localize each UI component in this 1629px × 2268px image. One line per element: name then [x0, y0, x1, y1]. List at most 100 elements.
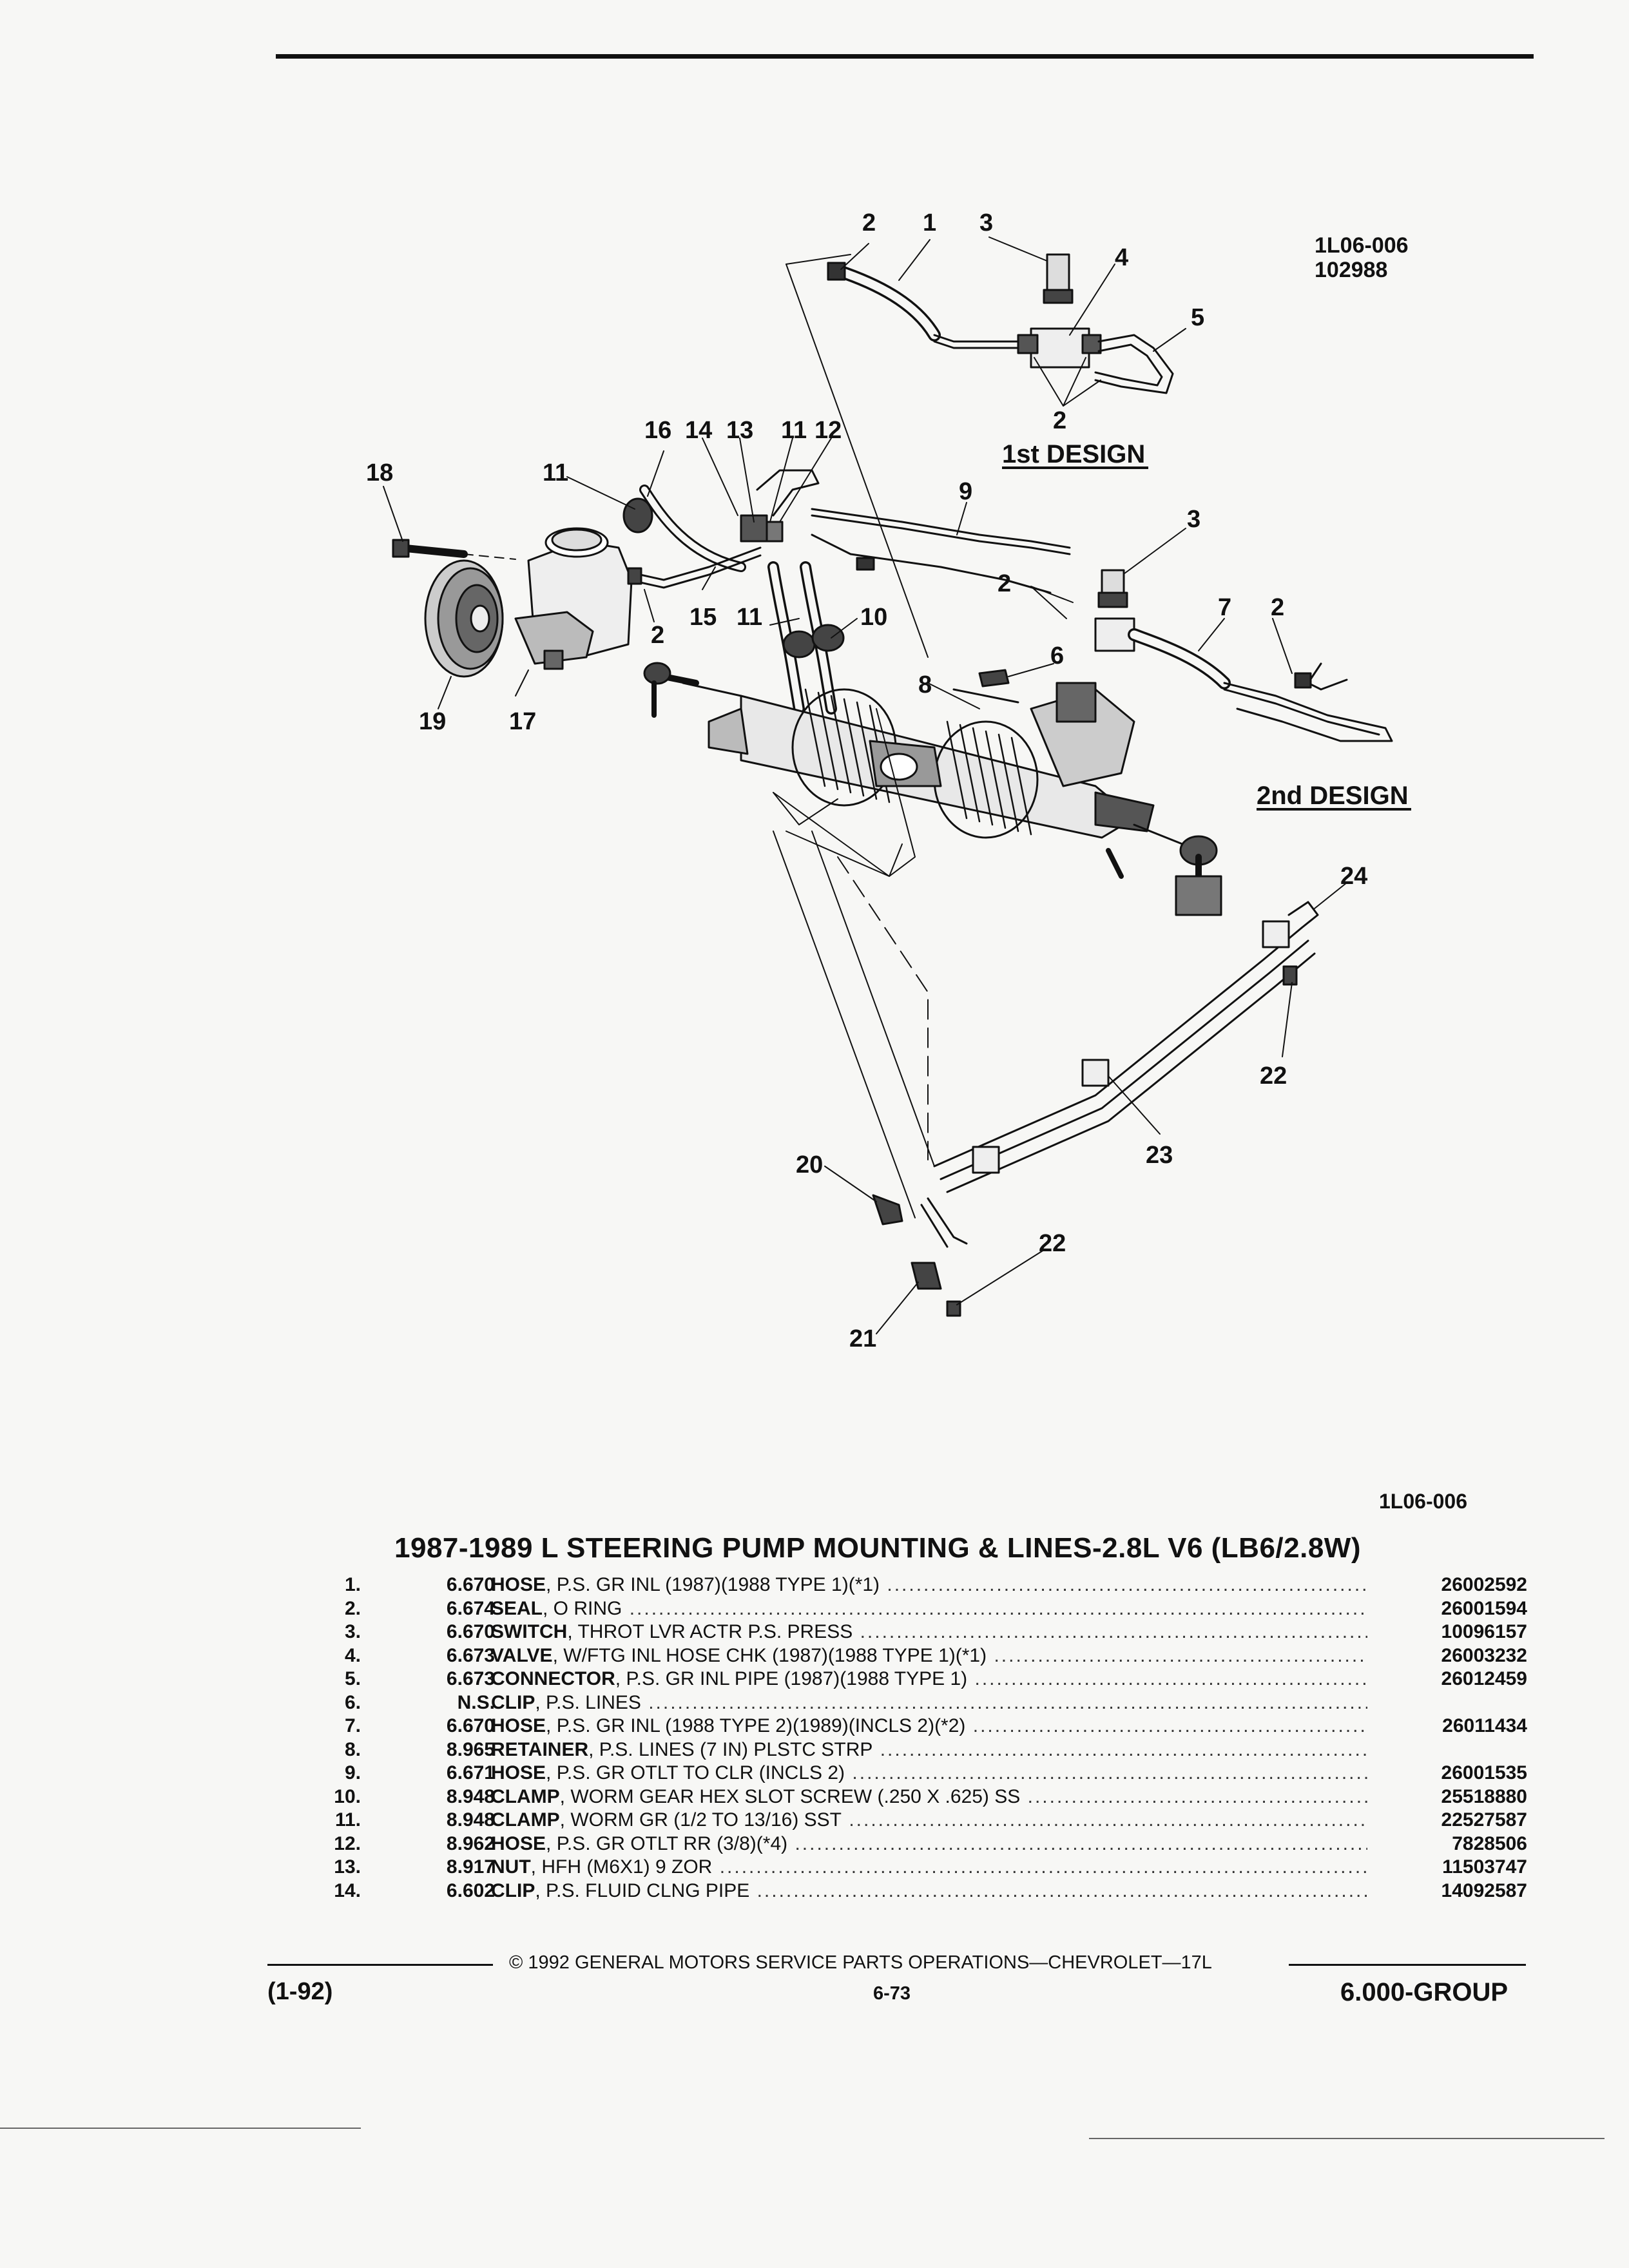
part-spec: , W/FTG INL HOSE CHK (1987)(1988 TYPE 1)… [552, 1644, 987, 1666]
part-number: 25518880 [1441, 1785, 1527, 1807]
callout-19: 19 [419, 708, 446, 735]
part-spec: , P.S. GR INL PIPE (1987)(1988 TYPE 1) [615, 1668, 968, 1689]
callout-24: 24 [1340, 863, 1367, 890]
bottom-reference-code: 1L06-006 [1379, 1490, 1467, 1513]
group-code: 6.673 [446, 1644, 495, 1666]
part-description: CLIP, P.S. FLUID CLNG PIPE .............… [491, 1879, 1367, 1903]
steering-gear-assembly [643, 561, 1222, 916]
second-design-label: 2nd DESIGN [1257, 782, 1409, 810]
dot-leader: ........................................… [648, 1691, 1367, 1713]
callout-5: 5 [1191, 304, 1204, 331]
part-spec: , P.S. FLUID CLNG PIPE [535, 1879, 750, 1901]
footer-rule-right [1289, 1964, 1526, 1966]
part-spec: , P.S. LINES [535, 1691, 641, 1713]
item-number: 9. [344, 1762, 361, 1783]
part-number: 26002592 [1441, 1574, 1527, 1595]
item-number: 4. [344, 1644, 361, 1666]
part-description: NUT, HFH (M6X1) 9 ZOR ..................… [491, 1856, 1367, 1879]
part-name: CLIP [491, 1879, 535, 1901]
callout-10: 10 [860, 604, 887, 631]
group-code: 6.671 [446, 1762, 495, 1783]
callout-11: 11 [737, 604, 762, 631]
part-number: 22527587 [1441, 1809, 1527, 1831]
callout-18: 18 [366, 459, 393, 486]
part-name: SWITCH [491, 1621, 568, 1642]
part-description: CONNECTOR, P.S. GR INL PIPE (1987)(1988 … [491, 1667, 1367, 1691]
part-spec: , P.S. LINES (7 IN) PLSTC STRP [588, 1738, 873, 1760]
dot-leader: ........................................… [880, 1738, 1367, 1760]
copyright-notice: © 1992 GENERAL MOTORS SERVICE PARTS OPER… [509, 1952, 1212, 1973]
part-spec: , WORM GR (1/2 TO 13/16) SST [559, 1809, 842, 1831]
part-name: NUT [491, 1856, 531, 1878]
dot-leader: ........................................… [849, 1809, 1367, 1831]
dot-leader: ........................................… [994, 1644, 1367, 1666]
part-description: VALVE, W/FTG INL HOSE CHK (1987)(1988 TY… [491, 1644, 1367, 1667]
part-name: HOSE [491, 1574, 546, 1595]
pump-assembly [383, 437, 1071, 709]
part-name: VALVE [491, 1644, 553, 1666]
callout-20: 20 [796, 1151, 823, 1178]
part-spec: , P.S. GR INL (1987)(1988 TYPE 1)(*1) [546, 1574, 880, 1595]
part-number: 26001594 [1441, 1597, 1527, 1619]
part-description: RETAINER, P.S. LINES (7 IN) PLSTC STRP .… [491, 1738, 1367, 1762]
part-name: HOSE [491, 1715, 546, 1736]
part-name: HOSE [491, 1762, 546, 1783]
callout-9: 9 [959, 478, 972, 505]
callout-7: 7 [1218, 594, 1231, 621]
callout-13: 13 [726, 417, 753, 444]
item-number: 14. [334, 1879, 361, 1901]
part-name: SEAL [491, 1597, 543, 1619]
part-description: HOSE, P.S. GR OTLT RR (3/8)(*4) ........… [491, 1832, 1367, 1856]
callout-6: 6 [1050, 642, 1064, 669]
item-number: 1. [344, 1574, 361, 1595]
item-number: 10. [334, 1785, 361, 1807]
dot-leader: ........................................… [795, 1832, 1367, 1854]
group-code: 6.673 [446, 1668, 495, 1689]
group-number: 6.000-GROUP [1340, 1978, 1509, 2006]
callout-15: 15 [689, 604, 717, 631]
dot-leader: ........................................… [974, 1668, 1368, 1689]
item-number: 3. [344, 1621, 361, 1642]
callout-3: 3 [979, 209, 993, 236]
top-rule [276, 54, 1534, 59]
group-code: 6.674 [446, 1597, 495, 1619]
exploded-parts-diagram: 2 1 3 4 5 2 16 14 13 11 12 18 11 9 3 2 7… [366, 209, 1411, 1352]
part-spec: , P.S. GR INL (1988 TYPE 2)(1989)(INCLS … [546, 1715, 966, 1736]
part-number: 14092587 [1441, 1879, 1527, 1901]
callout-2: 2 [998, 570, 1011, 597]
dot-leader: ........................................… [852, 1762, 1367, 1783]
first-design-assembly [786, 236, 1186, 658]
part-description: SWITCH, THROT LVR ACTR P.S. PRESS ......… [491, 1620, 1367, 1644]
dot-leader: ........................................… [629, 1597, 1367, 1619]
ref-code-line-2: 102988 [1315, 258, 1388, 282]
ref-code-line-1: 1L06-006 [1315, 233, 1409, 258]
lower-pipe-assembly [773, 708, 1347, 1334]
footer-rule-left [267, 1964, 493, 1966]
callout-4: 4 [1115, 244, 1128, 271]
part-number: 10096157 [1441, 1621, 1527, 1642]
callout-22: 22 [1039, 1230, 1066, 1257]
part-name: CLAMP [491, 1809, 560, 1831]
part-name: HOSE [491, 1832, 546, 1854]
part-number: 7828506 [1452, 1832, 1527, 1854]
callout-11: 11 [781, 417, 807, 444]
item-number: 2. [344, 1597, 361, 1619]
group-code: 6.602 [446, 1879, 495, 1901]
callout-11: 11 [543, 459, 568, 486]
parts-list-row: 6.N.S.CLIP, P.S. LINES .................… [284, 1691, 1527, 1715]
item-number: 7. [344, 1715, 361, 1736]
dot-leader: ........................................… [887, 1574, 1367, 1595]
callout-2: 2 [862, 209, 876, 236]
